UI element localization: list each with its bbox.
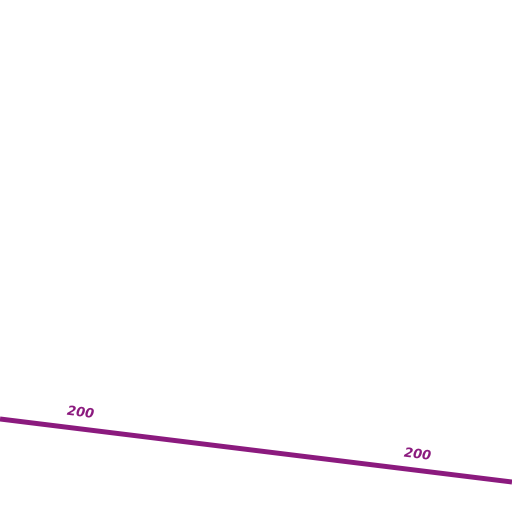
route-shield-label: 200 — [66, 404, 95, 422]
route-200-line[interactable] — [0, 416, 512, 485]
route-shield-label: 200 — [403, 446, 432, 464]
